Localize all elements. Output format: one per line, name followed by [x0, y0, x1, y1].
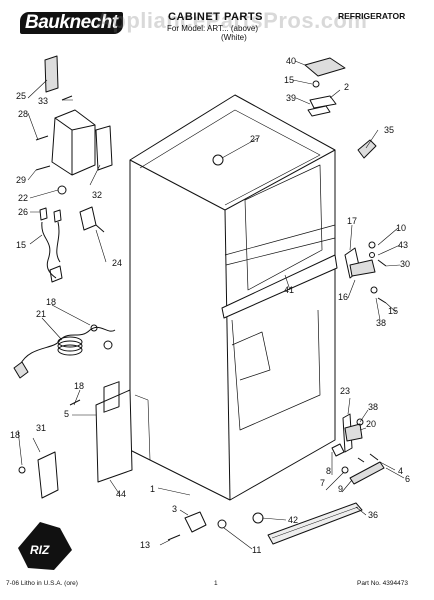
callout: 31 [36, 423, 46, 433]
callout: 11 [252, 545, 261, 555]
callout: 20 [366, 419, 376, 429]
footer-print-info: 7-06 Litho in U.S.A. (ore) [6, 580, 78, 587]
callout: 29 [16, 175, 26, 185]
right-hinge-assembly [344, 139, 387, 304]
leveling-legs [167, 154, 227, 541]
callout: 44 [116, 489, 126, 499]
callout: 39 [286, 93, 296, 103]
callout: 15 [388, 306, 398, 316]
callout: 8 [326, 466, 331, 476]
top-hinge-parts [304, 57, 346, 117]
callout: 32 [92, 190, 102, 200]
brand-logo: Bauknecht [20, 12, 123, 34]
callout: 7 [320, 478, 325, 488]
model-line: For Model: ART... (above) [167, 24, 258, 33]
color-line: (White) [221, 33, 247, 42]
callout: 9 [338, 484, 343, 494]
callout: 17 [347, 216, 357, 226]
callout: 1 [150, 484, 155, 494]
callout: 27 [250, 134, 260, 144]
callout: 16 [338, 292, 348, 302]
callout: 38 [376, 318, 386, 328]
callout: 28 [18, 109, 28, 119]
callout: 33 [38, 96, 48, 106]
cabinet-body [129, 94, 336, 501]
footer-page-number: 1 [214, 580, 218, 587]
callout: 18 [74, 381, 84, 391]
callout: 21 [36, 309, 46, 319]
callout: 24 [112, 258, 122, 268]
callout: 18 [10, 430, 20, 440]
callout: 26 [18, 207, 28, 217]
callout: 2 [344, 82, 349, 92]
callout-labels: 40 15 2 39 25 33 28 27 35 29 22 26 32 17… [10, 56, 410, 555]
callout: 42 [288, 515, 298, 525]
callout: 15 [284, 75, 294, 85]
toe-grille [252, 502, 363, 545]
control-housing [35, 55, 113, 283]
callout: 3 [172, 504, 177, 514]
category-label: REFRIGERATOR [338, 11, 406, 21]
callout: 40 [286, 56, 296, 66]
power-cord [13, 324, 116, 379]
callout: 22 [18, 193, 28, 203]
callout: 38 [368, 402, 378, 412]
callout: 25 [16, 91, 26, 101]
divider-strip [221, 254, 338, 319]
callout: 6 [405, 474, 410, 484]
callout: 15 [16, 240, 26, 250]
callout: 41 [284, 285, 294, 295]
callout: 30 [400, 259, 410, 269]
revision-stamp: RIZ [18, 522, 72, 570]
callout: 35 [384, 125, 394, 135]
diagram-title: CABINET PARTS [168, 11, 263, 23]
rear-access-cover [18, 381, 133, 499]
callout: 10 [396, 223, 406, 233]
callout: 5 [64, 409, 69, 419]
callout: 23 [340, 386, 350, 396]
svg-text:RIZ: RIZ [30, 543, 50, 557]
callout: 4 [398, 466, 403, 476]
footer-part-number: Part No. 4394473 [357, 580, 408, 587]
callout: 36 [368, 510, 378, 520]
callout: 43 [398, 240, 408, 250]
callout: 13 [140, 540, 150, 550]
callout: 18 [46, 297, 56, 307]
lower-hinge-assembly [331, 413, 385, 485]
leader-lines [17, 60, 405, 550]
watermark: AppliancePartsPros.com [96, 8, 368, 33]
